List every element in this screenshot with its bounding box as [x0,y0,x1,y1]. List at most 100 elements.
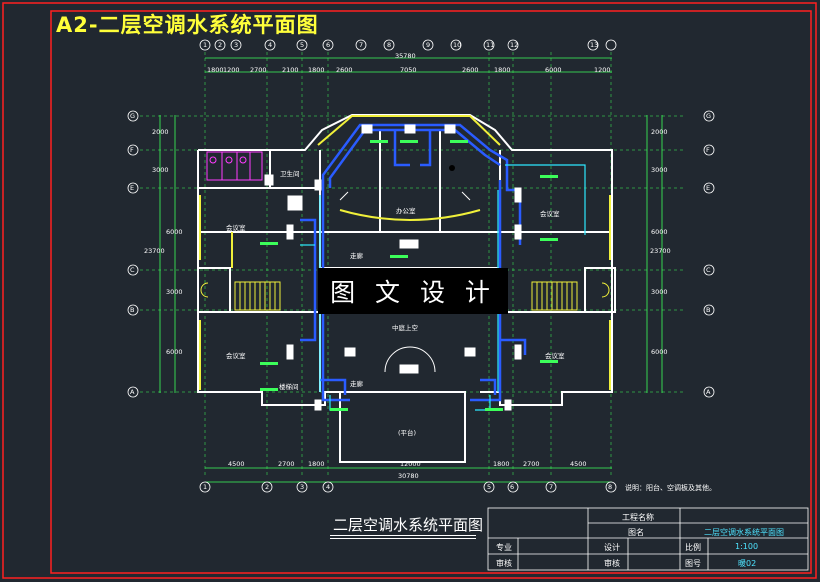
top-dim-5: 1800 [308,66,325,74]
bottom-dim-2: 2700 [278,460,295,468]
axis-right-a: A [706,388,711,396]
axis-left-f: F [130,146,134,154]
bottom-axis-bubbles [199,481,617,493]
bottom-dim-6: 2700 [523,460,540,468]
top-dim-6: 2600 [336,66,353,74]
right-dim-4: 3000 [651,288,668,296]
axis-left-e: E [130,184,135,192]
left-dim-3: 6000 [166,228,183,236]
bottom-dim-7: 4500 [570,460,587,468]
axis-top-6: 6 [326,41,331,49]
axis-right-b: B [706,306,711,314]
axis-top-3: 3 [234,41,239,49]
top-dim-10: 6000 [545,66,562,74]
axis-left-g: G [130,112,136,120]
room-meeting-left-top: 会议室 [226,224,246,232]
axis-bottom-3: 3 [300,483,305,491]
right-dim-5: 6000 [651,348,668,356]
room-corridor-bottom: 走廊 [350,380,363,388]
room-office: 办公室 [396,207,416,215]
room-meeting-right-top: 会议室 [540,210,560,218]
sheet-title: A2-二层空调水系统平面图 [56,13,319,37]
left-dim-5: 6000 [166,348,183,356]
right-dim-1: 2000 [651,128,668,136]
tb-scale-value: 1:100 [735,542,759,551]
axis-top-13: 13 [590,41,599,49]
room-meeting-right-bottom: 会议室 [545,352,565,360]
axis-bottom-4: 4 [326,483,331,491]
axis-bottom-5: 5 [487,483,492,491]
caption-underline [330,535,476,539]
watermark-label: 图 文 设 计 [318,268,508,314]
bottom-total-dimension: 30780 [398,472,419,480]
axis-right-e: E [706,184,711,192]
right-total-dimension: 23700 [650,247,671,255]
tb-check-label: 审核 [496,559,512,568]
axis-bottom-8: 8 [608,483,613,491]
bottom-dim-4: 12000 [400,460,421,468]
tb-drawing-label: 图名 [628,528,644,537]
axis-bottom-1: 1 [203,483,208,491]
room-hall: 中庭上空 [392,324,418,332]
axis-top-5: 5 [300,41,305,49]
inner-frame [50,10,812,574]
left-total-dimension: 23700 [144,247,165,255]
stairs [200,281,610,311]
axis-top-4: 4 [268,41,273,49]
top-dim-8: 2600 [462,66,479,74]
top-axis-bubbles [199,39,617,51]
axis-right-f: F [706,146,710,154]
title-block [487,507,809,571]
left-dim-4: 3000 [166,288,183,296]
left-dim-1: 2000 [152,128,169,136]
tb-scale-label: 比例 [685,543,701,552]
door-swings [339,191,471,373]
left-dim-2: 3000 [152,166,169,174]
toilet-fixtures [206,151,263,181]
equipment-tags [260,140,558,411]
drawing-note: 说明：阳台、空调板及其他。 [625,484,716,492]
tb-major-label: 专业 [496,543,512,552]
bottom-dim-3: 1800 [308,460,325,468]
top-dim-4: 2100 [282,66,299,74]
axis-top-2: 2 [218,41,223,49]
axis-top-8: 8 [387,41,392,49]
top-dim-9: 1800 [494,66,511,74]
axis-top-1: 1 [203,41,208,49]
top-dim-1: 1800 [207,66,224,74]
axis-left-a: A [130,388,135,396]
top-dimension-lines [159,57,663,483]
tb-design-label: 设计 [604,543,620,552]
axis-top-12: 12 [510,41,519,49]
side-axis-bubbles [127,110,715,398]
axis-left-c: C [130,266,135,274]
axis-right-c: C [706,266,711,274]
axis-left-b: B [130,306,135,314]
axis-top-9: 9 [426,41,431,49]
top-total-dimension: 35780 [395,52,416,60]
right-dim-3: 6000 [651,228,668,236]
bottom-dim-1: 4500 [228,460,245,468]
axis-bottom-7: 7 [549,483,554,491]
top-dim-3: 2700 [250,66,267,74]
axis-top-7: 7 [359,41,364,49]
axis-right-g: G [706,112,712,120]
room-corridor: 走廊 [350,252,363,260]
fan-coil-units [264,124,522,411]
top-dim-2: 1200 [223,66,240,74]
tb-no-value: 暖02 [738,559,757,568]
tb-review-label: 审核 [604,559,620,568]
room-platform: (平台) [398,429,417,437]
top-dim-7: 7050 [400,66,417,74]
bottom-dim-5: 1800 [493,460,510,468]
room-toilet: 卫生间 [280,170,300,178]
top-dim-11: 1200 [594,66,611,74]
right-dim-2: 3000 [651,166,668,174]
axis-bottom-6: 6 [510,483,515,491]
curtain-walls [199,115,611,390]
axis-bottom-2: 2 [265,483,270,491]
drawing-caption: 二层空调水系统平面图 [333,516,484,534]
tb-project-label: 工程名称 [622,513,654,522]
